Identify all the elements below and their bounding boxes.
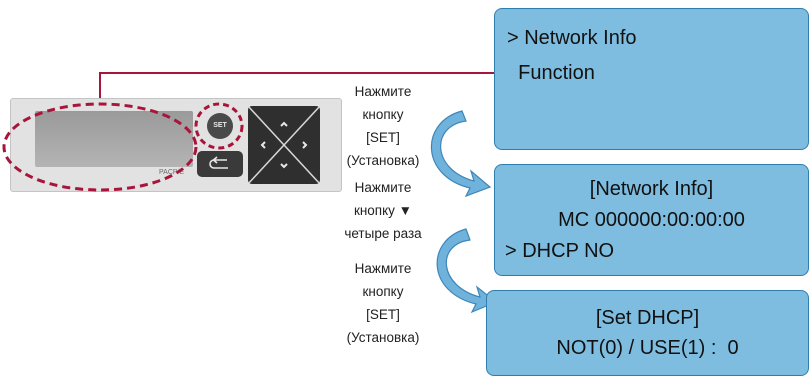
dpad-arrows-icon xyxy=(248,106,320,184)
instruction-step2: Нажмите кнопку ▼ четыре раза xyxy=(318,176,448,245)
screen-network-info-title: [Network Info] xyxy=(589,178,714,200)
direction-pad[interactable] xyxy=(248,106,320,184)
instruction-step1-line2: кнопку xyxy=(362,107,404,122)
instruction-step3-line3: [SET] xyxy=(366,307,400,322)
back-button[interactable] xyxy=(197,151,243,177)
instruction-step3-line4: (Установка) xyxy=(346,330,420,345)
screen-main-menu-line1: > Network Info xyxy=(507,27,637,49)
instruction-step3-line2: кнопку xyxy=(362,284,404,299)
instruction-step1-line4: (Установка) xyxy=(346,153,420,168)
device-display xyxy=(35,111,193,167)
screen-main-menu-line2: Function xyxy=(507,62,595,84)
screen-main-menu: > Network Info Function xyxy=(494,8,809,150)
set-button-highlight-circle xyxy=(194,102,244,150)
controller-device: PACP/E SET xyxy=(10,98,342,192)
flow-arrow-2 xyxy=(436,228,498,314)
screen-set-dhcp-option: NOT(0) / USE(1) : 0 xyxy=(556,337,739,359)
instruction-step2-line1: Нажмите xyxy=(354,180,412,195)
back-arrow-icon xyxy=(209,156,228,169)
instruction-step1: Нажмите кнопку [SET] (Установка) xyxy=(318,80,448,172)
screen-network-info-dhcp: > DHCP NO xyxy=(505,240,615,262)
instruction-step1-line3: [SET] xyxy=(366,130,400,145)
screen-set-dhcp: [Set DHCP] NOT(0) / USE(1) : 0 xyxy=(486,290,809,376)
device-model-label: PACP/E xyxy=(159,169,185,176)
set-button[interactable]: SET xyxy=(207,113,233,139)
instruction-step2-line2: кнопку ▼ xyxy=(353,203,413,218)
instruction-step1-line1: Нажмите xyxy=(354,84,412,99)
flow-arrow-1 xyxy=(430,110,492,198)
screen-network-info: [Network Info] MC 000000:00:00:00 > DHCP… xyxy=(494,164,809,276)
screen-set-dhcp-title: [Set DHCP] xyxy=(595,307,700,329)
instruction-step3-line1: Нажмите xyxy=(354,261,412,276)
instruction-step2-line3: четыре раза xyxy=(344,226,422,241)
screen-network-info-mac: MC 000000:00:00:00 xyxy=(558,209,745,231)
instruction-step3: Нажмите кнопку [SET] (Установка) xyxy=(318,257,448,349)
lcd-highlight-ellipse xyxy=(2,102,198,192)
